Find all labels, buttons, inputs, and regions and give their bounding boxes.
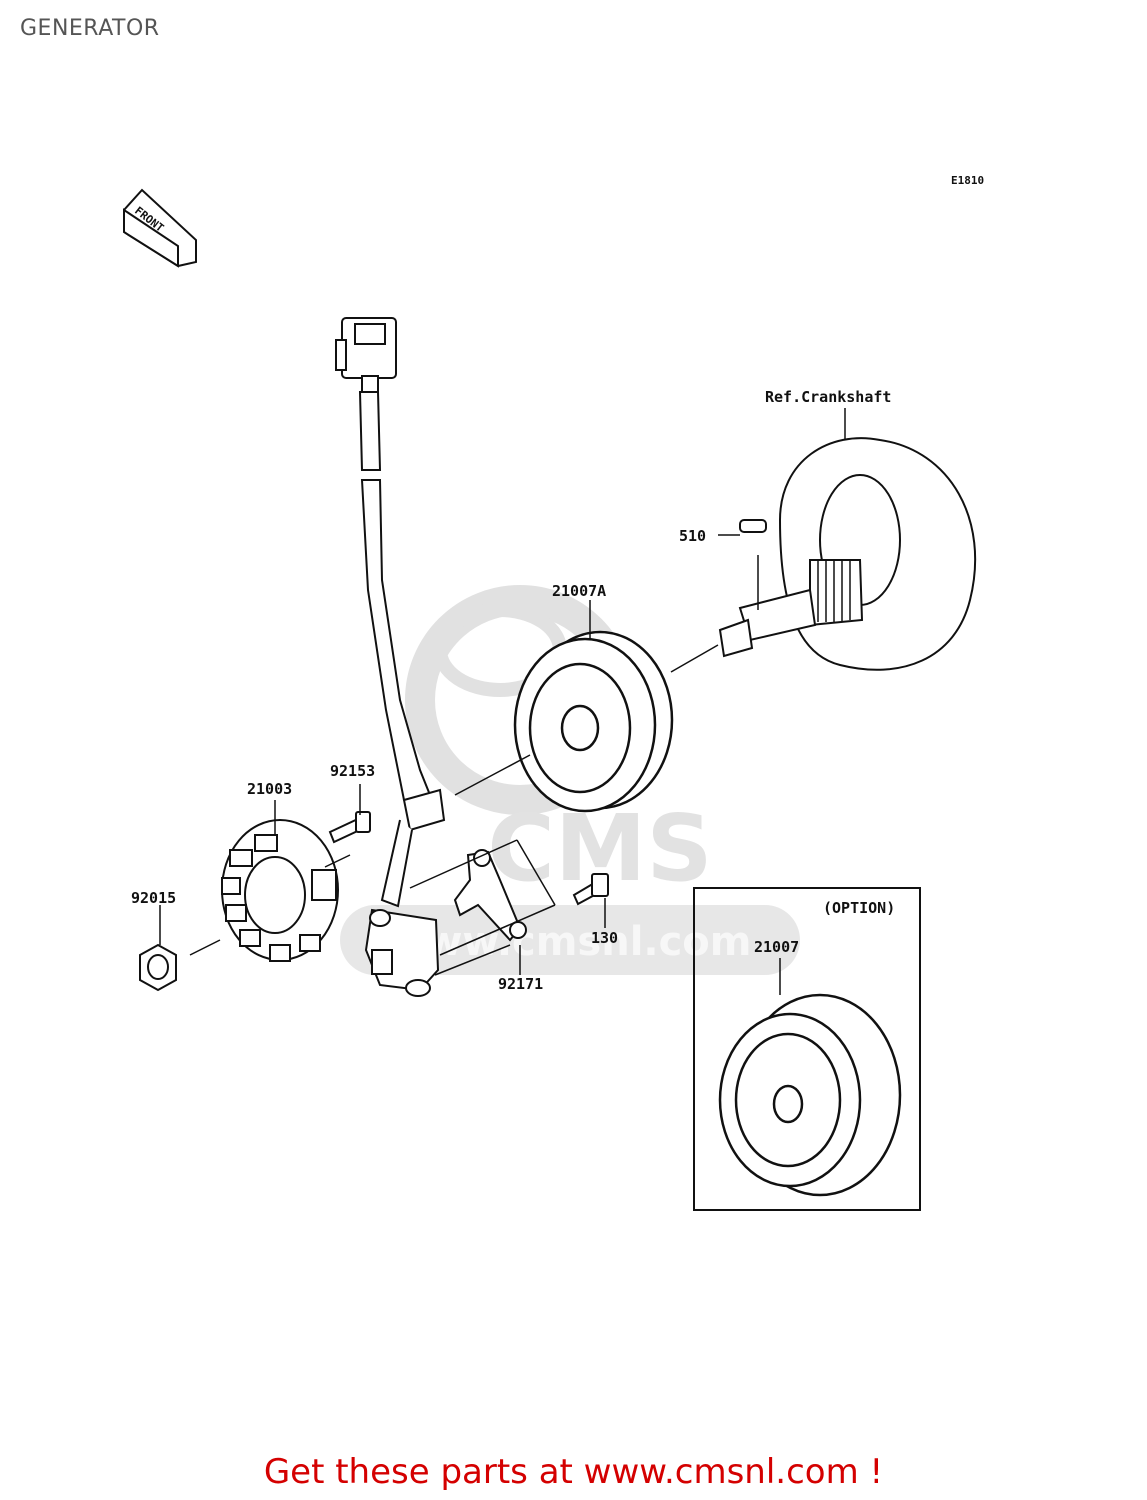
ref-crankshaft-label: Ref.Crankshaft: [765, 388, 891, 406]
nut-92015: [139, 943, 177, 992]
part-21007-label: 21007: [754, 938, 799, 956]
part-130-label: 130: [591, 929, 618, 947]
watermark: CMS www.cmsnl.com: [340, 585, 800, 975]
part-21007a-label: 21007A: [552, 582, 606, 600]
pickup-coil: [364, 849, 527, 997]
part-92171-label: 92171: [498, 975, 543, 993]
rotor-21007: [718, 993, 902, 1197]
leader-lines: [159, 408, 846, 995]
option-label: (OPTION): [823, 899, 895, 917]
wire-harness: [335, 317, 446, 908]
part-92015-label: 92015: [131, 889, 176, 907]
front-arrow-icon: FRONT: [123, 188, 197, 268]
page-title: GENERATOR: [20, 16, 160, 41]
cta-link[interactable]: Get these parts at www.cmsnl.com !: [263, 1452, 884, 1492]
crankshaft: [718, 437, 977, 671]
watermark-url: www.cmsnl.com: [389, 919, 752, 965]
rotor-21007a: [513, 630, 674, 813]
diagram-code: E1810: [951, 174, 984, 187]
part-92153-label: 92153: [330, 762, 375, 780]
cta-banner[interactable]: Get these parts at www.cmsnl.com !: [0, 1452, 1147, 1492]
option-box: [693, 887, 921, 1211]
bolt-130: [572, 873, 609, 906]
part-21003-label: 21003: [247, 780, 292, 798]
part-510-label: 510: [679, 527, 706, 545]
generator-diagram: CMS www.cmsnl.com FRONT E1810: [123, 174, 984, 1211]
bolt-92153: [328, 811, 371, 844]
stator-21003: [221, 819, 339, 962]
